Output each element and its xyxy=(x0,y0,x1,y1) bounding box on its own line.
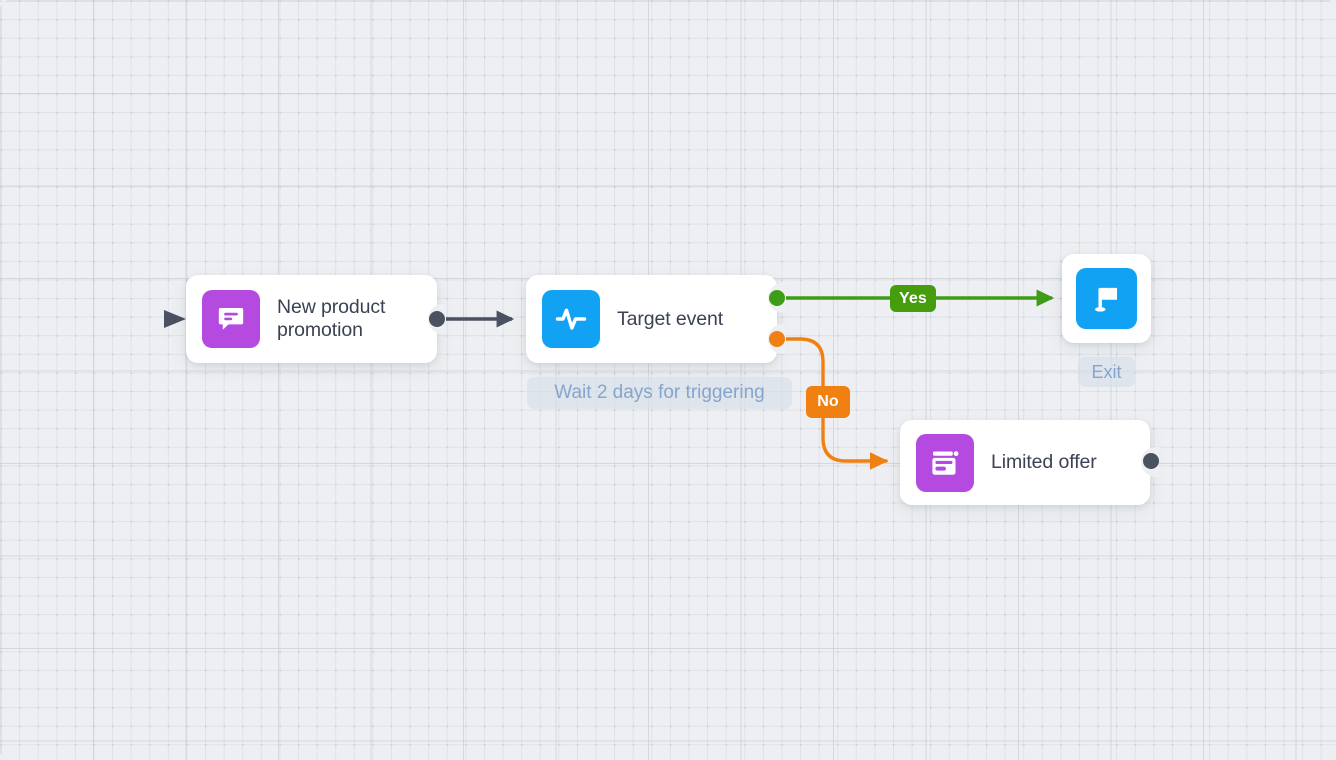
caption-wait-for-triggering: Wait 2 days for triggering xyxy=(527,377,792,409)
output-port-target-event-no[interactable] xyxy=(769,331,785,347)
edge-label-no: No xyxy=(806,386,850,418)
node-new-product-promotion[interactable]: New product promotion xyxy=(186,275,446,363)
node-exit[interactable] xyxy=(1062,254,1151,343)
node-target-event[interactable]: Target event xyxy=(526,275,786,363)
output-port-target-event-yes[interactable] xyxy=(769,290,785,306)
output-port-limited-offer[interactable] xyxy=(1143,453,1159,469)
activity-pulse-icon xyxy=(542,290,600,348)
node-label-new-product-promotion: New product promotion xyxy=(277,296,386,341)
flag-icon xyxy=(1076,268,1137,329)
edge-label-yes: Yes xyxy=(890,285,936,312)
node-label-exit: Exit xyxy=(1078,357,1135,387)
node-label-limited-offer: Limited offer xyxy=(991,451,1097,474)
popup-window-icon xyxy=(916,433,974,492)
node-limited-offer[interactable]: Limited offer xyxy=(900,420,1159,505)
chat-bubble-icon xyxy=(202,290,260,348)
output-port-new-product-promotion[interactable] xyxy=(429,311,445,327)
node-label-target-event: Target event xyxy=(617,307,724,330)
edge-entry-dashed xyxy=(18,310,186,328)
